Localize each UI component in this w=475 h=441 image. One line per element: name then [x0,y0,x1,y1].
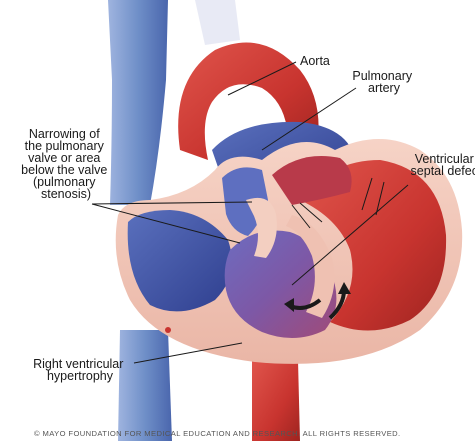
label-aorta: Aorta [300,54,330,68]
inferior-vena-cava [118,330,172,441]
label-pulmonary-artery: Pulmonary artery [352,69,415,95]
brachiocephalic-vessels [195,0,240,45]
coronary-dot [165,327,171,333]
superior-vena-cava [108,0,168,205]
label-ventricular-septal-defect: Ventricular septal defect [411,152,475,178]
copyright-notice: © MAYO FOUNDATION FOR MEDICAL EDUCATION … [34,429,401,438]
label-right-ventricular-hypertrophy: Right ventricular hypertrophy [33,357,127,383]
label-pulmonary-stenosis: Narrowing of the pulmonary valve or area… [21,127,111,201]
